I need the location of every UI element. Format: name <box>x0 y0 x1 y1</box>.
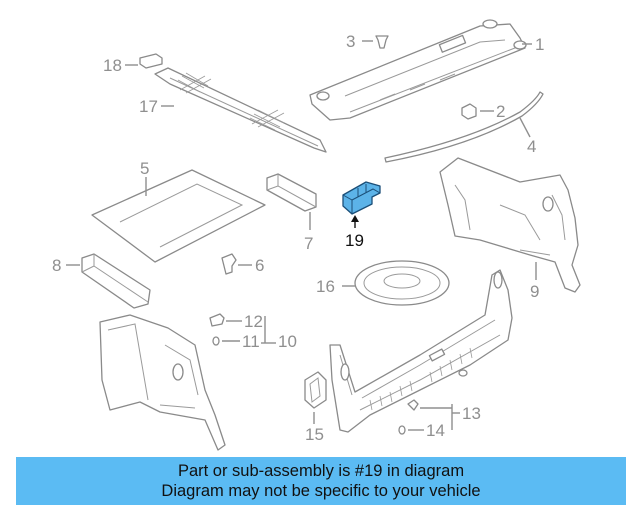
part-13-clip <box>407 399 419 411</box>
leader-19-arrowhead <box>351 215 359 222</box>
part-2-clip <box>461 103 477 120</box>
caption-line-1: Part or sub-assembly is #19 in diagram <box>177 462 465 480</box>
callout-13: 13 <box>462 404 481 423</box>
part-6-hook <box>221 253 237 275</box>
caption-banner: Part or sub-assembly is #19 in diagram D… <box>16 457 626 505</box>
part-12-clip <box>209 313 225 327</box>
callout-1: 1 <box>535 35 544 54</box>
callout-18: 18 <box>103 56 122 75</box>
part-14-screw <box>398 425 406 435</box>
callout-10: 10 <box>278 332 297 351</box>
part-7-block <box>266 173 317 212</box>
part-4-weatherstrip <box>384 91 544 163</box>
part-9-right-trim <box>439 157 581 293</box>
callout-17: 17 <box>139 97 158 116</box>
callout-7: 7 <box>304 234 313 253</box>
callout-15: 15 <box>305 425 324 444</box>
callout-6: 6 <box>255 256 264 275</box>
leader-4 <box>519 117 531 138</box>
callout-8: 8 <box>52 256 61 275</box>
part-1-package-shelf <box>309 19 527 121</box>
part-11-screw <box>212 336 220 346</box>
callout-19: 19 <box>345 231 364 250</box>
part-trunk-trim-panel <box>329 269 513 433</box>
caption-line-2: Diagram may not be specific to your vehi… <box>161 482 481 500</box>
part-18-clip <box>139 53 163 69</box>
part-19-bracket <box>342 181 381 215</box>
callout-16: 16 <box>316 277 335 296</box>
part-8-block <box>81 253 151 309</box>
callout-14: 14 <box>426 421 445 440</box>
part-16-spare-cover <box>354 260 450 306</box>
callout-12: 12 <box>244 312 263 331</box>
part-17-shelf-trim <box>154 67 327 153</box>
parts-diagram: 1 2 3 4 18 17 5 7 <box>52 19 581 451</box>
callout-3: 3 <box>346 32 355 51</box>
callout-11: 11 <box>242 332 260 351</box>
callout-4: 4 <box>527 137 536 156</box>
part-10-left-trim <box>99 314 226 451</box>
part-3-push-clip <box>375 35 389 49</box>
callout-9: 9 <box>530 282 539 301</box>
part-15-handle <box>304 371 327 409</box>
part-5-floor-mat <box>91 169 266 263</box>
callout-2: 2 <box>496 102 505 121</box>
callout-5: 5 <box>140 159 149 178</box>
